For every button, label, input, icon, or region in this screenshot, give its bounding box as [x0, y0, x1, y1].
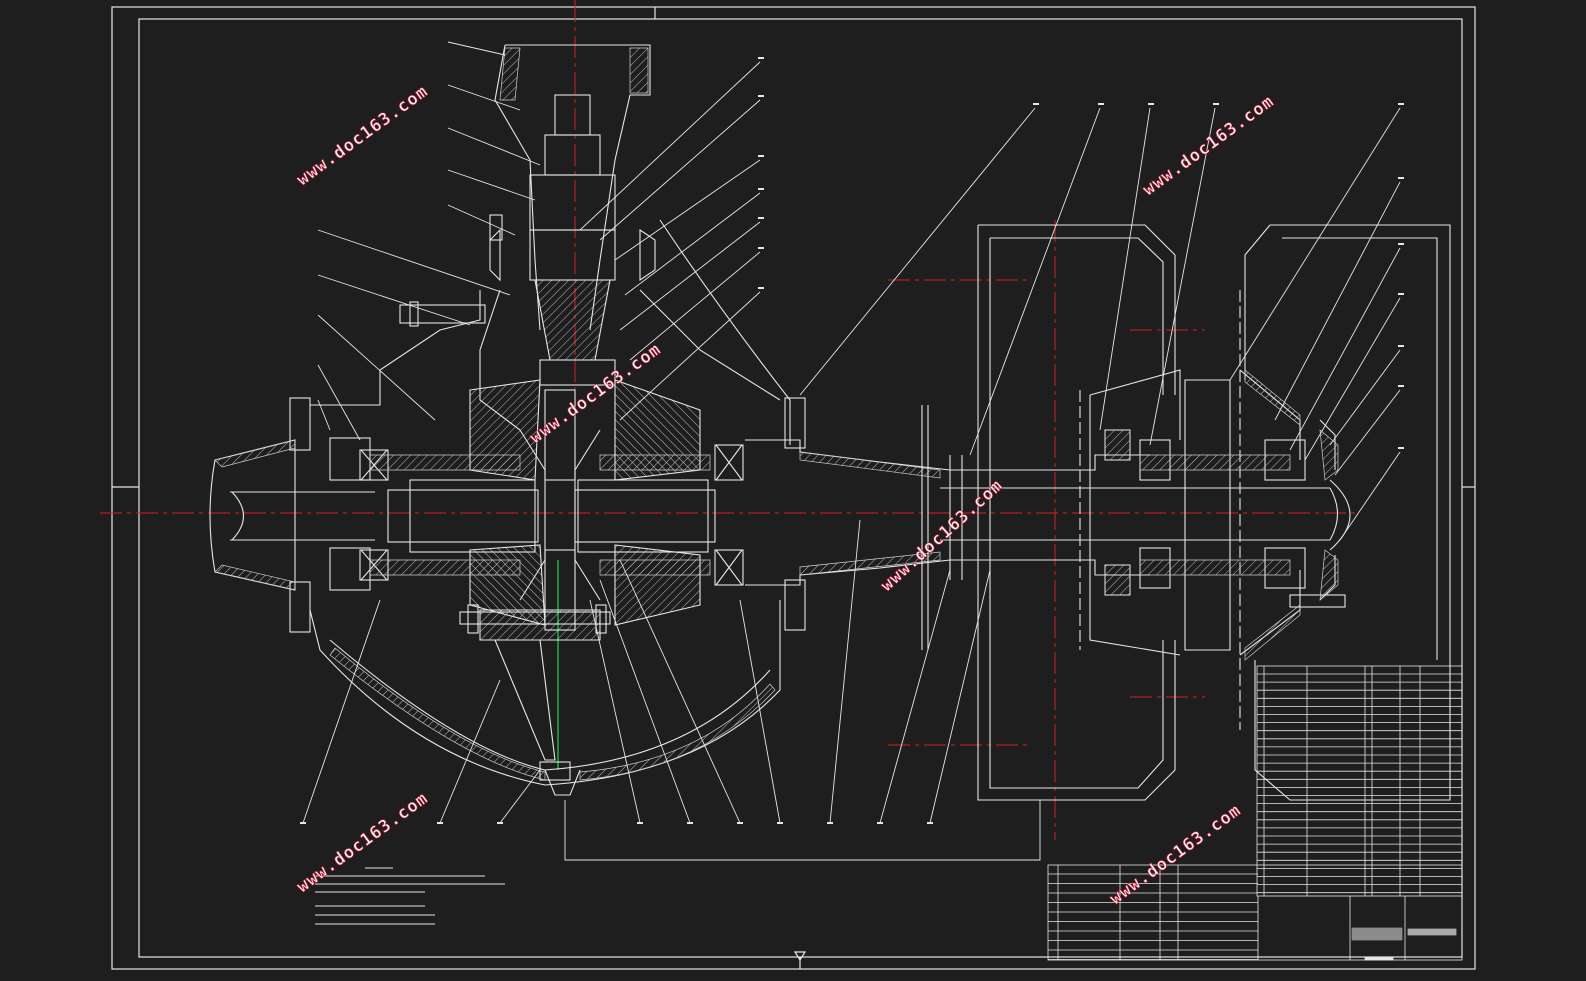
- leader-lines: [302, 41, 1401, 861]
- watermark: www.doc163.com: [877, 476, 1007, 596]
- title-block: [1047, 864, 1463, 961]
- casing-hatch: [214, 47, 941, 781]
- balloon-ticks: [300, 57, 1404, 824]
- watermark: www.doc163.com: [293, 81, 432, 190]
- watermark: www.doc163.com: [1139, 91, 1278, 200]
- hub-hatch: [1104, 369, 1339, 661]
- drawing-frame: [111, 6, 1476, 970]
- watermark-group: www.doc163.com www.doc163.com www.doc163…: [293, 81, 1279, 909]
- technical-notes: [315, 867, 505, 925]
- watermark: www.doc163.com: [293, 788, 432, 897]
- parts-list-table: [1256, 665, 1463, 897]
